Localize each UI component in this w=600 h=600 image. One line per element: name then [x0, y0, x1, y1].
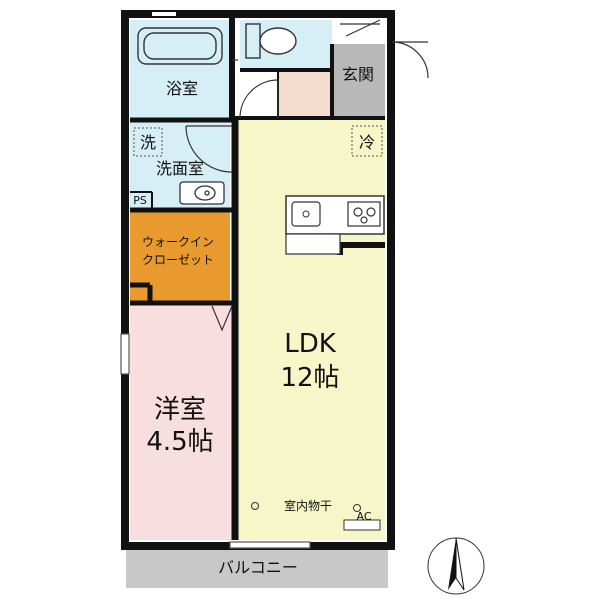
washing-machine-space — [133, 127, 163, 157]
balcony-label: バルコニー — [218, 558, 298, 577]
washing-machine-label: 洗 — [140, 133, 156, 152]
doors — [185, 19, 429, 332]
western-room-area — [130, 305, 235, 540]
ldk-size: 12帖 — [280, 363, 339, 393]
fridge-label: 冷 — [359, 133, 375, 152]
entrance-area — [332, 44, 385, 116]
walkin-closet-label-1: ウォークイン — [142, 235, 214, 249]
stove-icon — [347, 201, 381, 227]
indoor-dry-icon — [251, 502, 259, 510]
toilet-floor — [278, 72, 332, 118]
bath-area — [130, 20, 230, 120]
ldk-area — [235, 118, 385, 540]
windows — [120, 12, 311, 549]
bath-label: 浴室 — [166, 79, 198, 98]
ac-label: AC — [356, 510, 371, 523]
western-room-name: 洋室 — [154, 395, 206, 425]
washroom-label: 洗面室 — [156, 159, 204, 178]
bathtub-icon — [137, 27, 223, 65]
north-arrow-icon — [427, 537, 485, 595]
wash-basin-icon — [179, 181, 225, 205]
sink-icon — [291, 201, 321, 227]
ldk-name: LDK — [284, 329, 337, 359]
indoor-dry-label: 室内物干 — [284, 498, 332, 513]
entrance-label: 玄関 — [342, 65, 374, 84]
western-room-size: 4.5帖 — [146, 427, 213, 457]
walkin-closet-label-2: クローゼット — [142, 253, 214, 267]
fridge-space — [351, 125, 383, 157]
ac-outlet-icon — [353, 504, 361, 512]
kitchen-lower-counter — [285, 233, 341, 255]
ac-unit — [343, 519, 381, 531]
balcony-area — [126, 546, 388, 588]
ps-label: PS — [133, 194, 147, 207]
toilet-icon — [245, 23, 297, 59]
